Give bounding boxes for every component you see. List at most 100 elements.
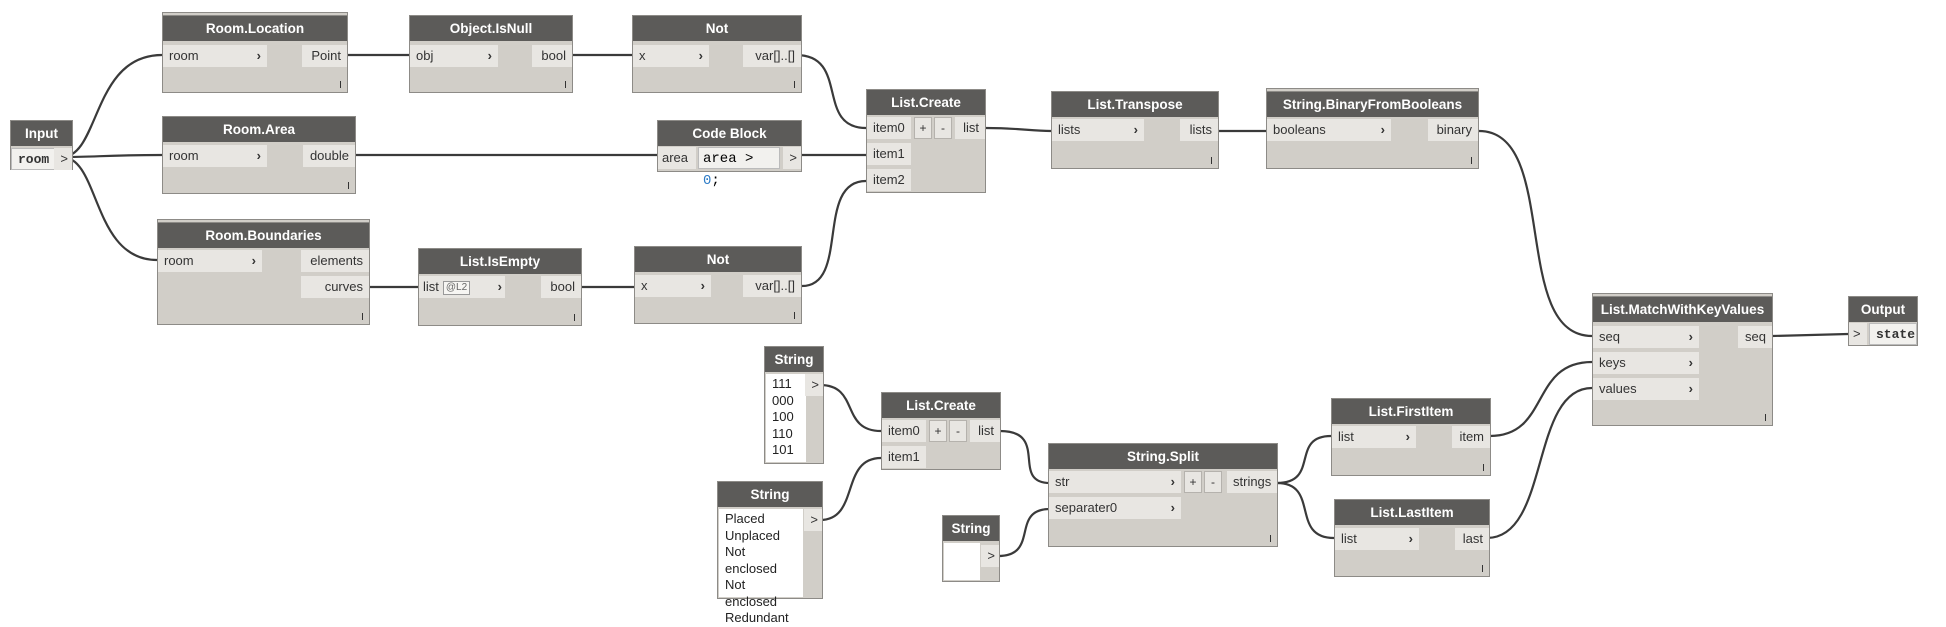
input-port-room[interactable]: room› [163,45,267,67]
node-object-isnull[interactable]: Object.IsNull obj› bool [409,15,573,93]
input-port-separater0[interactable]: separater0› [1049,497,1181,519]
input-port-item2[interactable]: item2 [867,169,911,191]
input-port-values[interactable]: values› [1593,378,1699,400]
output-port[interactable]: > [54,148,72,170]
port-label: x [641,278,648,293]
output-port-bool[interactable]: bool [541,276,581,298]
node-title: Object.IsNull [410,16,572,41]
node-title: List.LastItem [1335,500,1489,525]
resize-grip-icon [1270,535,1271,542]
input-port-x[interactable]: x› [635,275,711,297]
input-port-obj[interactable]: obj› [410,45,498,67]
node-list-match-with-key-values[interactable]: List.MatchWithKeyValues seq› seq keys› v… [1592,296,1773,426]
node-title: String [718,482,822,507]
output-port-last[interactable]: last [1455,528,1489,550]
input-port-booleans[interactable]: booleans› [1267,119,1391,141]
string-line: 110 [772,425,793,441]
node-room-boundaries[interactable]: Room.Boundaries room› elements curves [157,222,370,325]
output-port-list[interactable]: list [970,420,1000,442]
input-port-lists[interactable]: lists› [1052,119,1144,141]
input-port-x[interactable]: x› [633,45,709,67]
remove-input-button[interactable]: - [934,117,952,139]
output-port-point[interactable]: Point [302,45,347,67]
input-port-item1[interactable]: item1 [867,143,911,165]
output-port-bool[interactable]: bool [532,45,572,67]
resize-grip-icon [362,313,363,320]
string-text-area[interactable]: 111 000 100 110 101 [766,374,806,462]
input-port-list[interactable]: list› [1335,528,1419,550]
input-port-item1[interactable]: item1 [882,446,926,468]
node-room-area[interactable]: Room.Area room› double [162,116,356,194]
output-port[interactable]: > [805,374,823,396]
output-port[interactable]: > [783,147,801,169]
node-list-create-1[interactable]: List.Create item0 + - list item1 item2 [866,89,986,193]
string-text-area[interactable] [944,543,980,580]
output-port-var[interactable]: var[]..[] [743,45,801,67]
string-line: Not enclosed [725,544,778,576]
port-label: str [1055,474,1070,489]
input-port-str[interactable]: str› [1049,471,1181,493]
output-port-binary[interactable]: binary [1428,119,1478,141]
wire [61,53,163,159]
add-input-button[interactable]: + [1184,471,1202,493]
input-port-area[interactable]: area [658,147,696,169]
node-title: String [765,347,823,372]
port-label: keys [1599,355,1626,370]
output-name-field[interactable]: state [1869,323,1917,345]
port-label: list [423,279,439,294]
output-port-elements[interactable]: elements [301,250,369,272]
node-string-2[interactable]: String Placed Unplaced Not enclosed Not … [717,481,823,625]
node-list-firstitem[interactable]: List.FirstItem list› item [1331,398,1491,476]
output-port-double[interactable]: double [303,145,355,167]
list-level-stepper[interactable]: @L2 [442,280,471,295]
input-port-seq[interactable]: seq› [1593,326,1699,348]
string-text-area[interactable]: Placed Unplaced Not enclosed Not enclose… [719,509,803,625]
node-list-transpose[interactable]: List.Transpose lists› lists [1051,91,1219,169]
resize-grip-icon [340,81,341,88]
port-label: list [1338,429,1354,444]
node-not-1[interactable]: Not x› var[]..[] [632,15,802,93]
output-port-curves[interactable]: curves [301,276,369,298]
node-title: List.Create [867,90,985,115]
input-name-field[interactable]: room [11,148,55,170]
output-port-seq[interactable]: seq [1738,326,1772,348]
node-list-lastitem[interactable]: List.LastItem list› last [1334,499,1490,577]
node-string-1[interactable]: String 111 000 100 110 101 > [764,346,824,464]
input-port-list[interactable]: list@L2› [419,276,505,298]
input-port-item0[interactable]: item0 [867,117,911,139]
input-port-item0[interactable]: item0 [882,420,926,442]
node-list-create-2[interactable]: List.Create item0 + - list item1 [881,392,1001,470]
port-label: list [1341,531,1357,546]
chevron-right-icon: › [1133,122,1138,137]
add-input-button[interactable]: + [914,117,932,139]
input-port[interactable]: > [1849,323,1867,345]
node-title: Room.Location [163,16,347,41]
input-port-room[interactable]: room› [163,145,267,167]
node-output[interactable]: Output > state [1848,296,1918,346]
resize-grip-icon [1211,157,1212,164]
output-port-list[interactable]: list [955,117,985,139]
node-list-isempty[interactable]: List.IsEmpty list@L2› bool [418,248,582,326]
input-port-room[interactable]: room› [158,250,262,272]
add-input-button[interactable]: + [929,420,947,442]
output-port-item[interactable]: item [1452,426,1490,448]
output-port-lists[interactable]: lists [1180,119,1218,141]
wire [801,179,867,288]
node-room-location[interactable]: Room.Location room› Point [162,15,348,93]
remove-input-button[interactable]: - [1204,471,1222,493]
node-string-3[interactable]: String > [942,515,1000,582]
remove-input-button[interactable]: - [949,420,967,442]
node-input[interactable]: Input room > [10,120,73,170]
node-string-binary-from-booleans[interactable]: String.BinaryFromBooleans booleans› bina… [1266,91,1479,169]
output-port-strings[interactable]: strings [1227,471,1277,493]
output-port[interactable]: > [981,545,999,567]
input-port-list[interactable]: list› [1332,426,1416,448]
wire [1489,360,1593,438]
output-port-var[interactable]: var[]..[] [743,275,801,297]
output-port[interactable]: > [804,509,822,531]
input-port-keys[interactable]: keys› [1593,352,1699,374]
node-not-2[interactable]: Not x› var[]..[] [634,246,802,324]
node-string-split[interactable]: String.Split str› + - strings separater0… [1048,443,1278,547]
code-editor[interactable]: area > 0; [698,147,780,189]
node-code-block[interactable]: Code Block area area > 0; > [657,120,802,189]
